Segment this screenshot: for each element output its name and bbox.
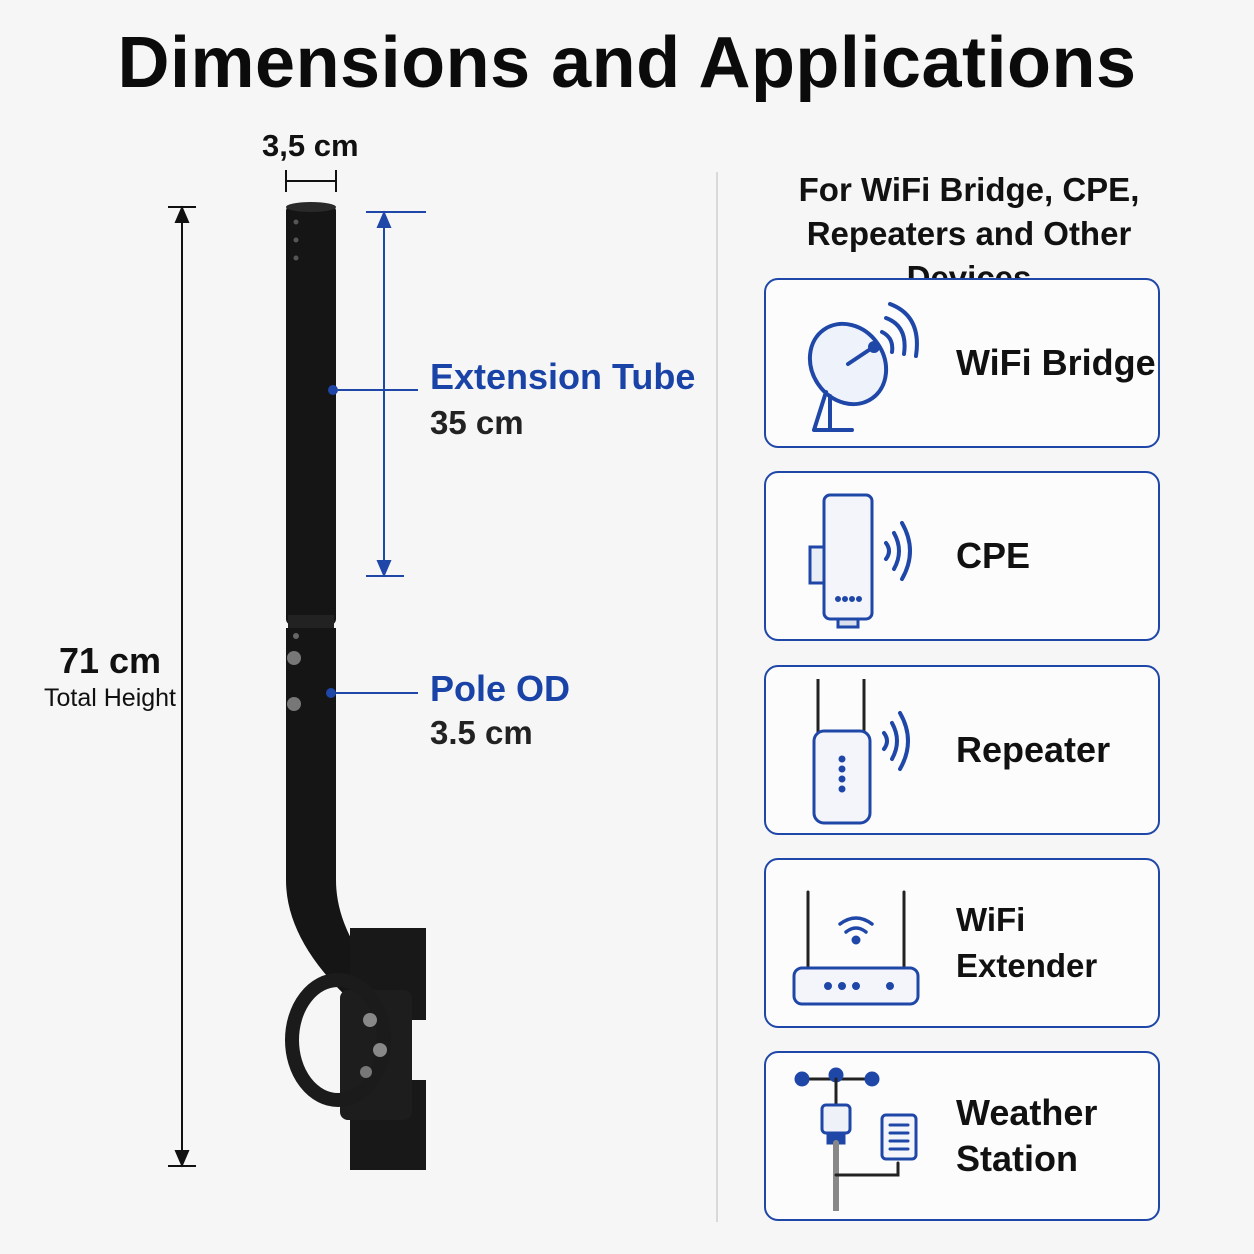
application-label: Weather Station [956,1053,1156,1219]
application-label: WiFi Extender [956,901,1098,984]
extension-callout-pointer [328,385,418,395]
router-icon [792,890,920,1006]
total-height-dimension-line [168,205,196,1168]
extension-tube-label: Extension Tube [430,356,696,397]
section-divider [716,172,718,1222]
pole-od-value: 3.5 cm [430,714,533,751]
application-card-cpe: CPE [764,471,1160,641]
applications-heading-line-1: For WiFi Bridge, CPE, [798,171,1140,208]
application-label-line-2: Station [956,1138,1078,1179]
repeater-icon [812,679,910,825]
application-card-repeater: Repeater [764,665,1160,835]
satellite-dish-icon [807,302,919,432]
application-label: Repeater [956,729,1111,770]
extension-tube-value: 35 cm [430,404,524,441]
application-card-wifi-bridge: WiFi Bridge [764,278,1160,448]
application-label-line-1: Weather [956,1092,1098,1133]
page-title: Dimensions and Applications [117,23,1137,103]
mounting-pole-diagram [168,170,426,1170]
application-card-weather-station: Weather Station [764,1051,1160,1221]
pole-od-callout-pointer [326,688,418,698]
total-height-label: Total Height [43,684,177,712]
tube-width-label: 3,5 cm [262,128,359,163]
weather-station-icon [794,1067,918,1211]
width-dimension-line [285,170,337,192]
pole [285,202,426,1170]
application-label: CPE [956,535,1031,576]
extension-dimension-line [366,210,426,578]
total-height-value: 71 cm [58,640,162,681]
application-label: WiFi Bridge [956,342,1156,383]
cpe-device-icon [808,493,912,629]
pole-od-label: Pole OD [430,668,571,709]
application-card-wifi-extender: WiFi Extender [764,858,1160,1028]
